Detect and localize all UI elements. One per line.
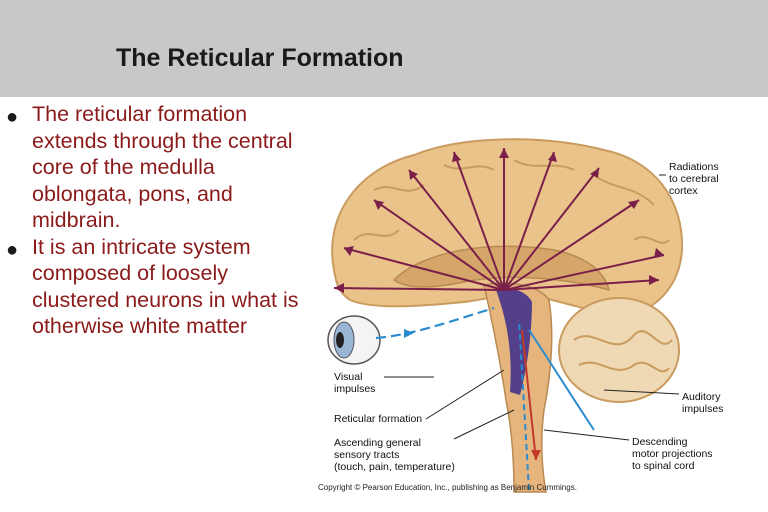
radiation-arrows: [333, 148, 665, 291]
cerebellum-shape: [558, 297, 680, 403]
label-descending: motor projections: [632, 448, 713, 460]
brain-illustration: Radiations to cerebral cortex Visual imp…: [318, 138, 723, 493]
label-auditory: impulses: [682, 403, 723, 415]
brain-diagram: Radiations to cerebral cortex Visual imp…: [314, 130, 742, 496]
descending-tract-line: [521, 329, 537, 461]
radiation-arrowheads: [334, 148, 664, 293]
label-radiations: to cerebral: [669, 173, 719, 185]
eye-shape: [327, 315, 381, 365]
label-radiations: cortex: [669, 185, 698, 197]
label-descending: to spinal cord: [632, 460, 695, 472]
reticular-formation-shape: [496, 288, 532, 395]
bullet-text: It is an intricate system composed of lo…: [32, 234, 299, 339]
label-ascending: (touch, pain, temperature): [334, 461, 455, 473]
visual-impulse-path: [375, 306, 495, 340]
ascending-tract-line: [518, 319, 530, 491]
title-bar: The Reticular Formation: [0, 0, 768, 97]
label-descending: Descending: [632, 436, 688, 448]
auditory-impulse-path: [528, 329, 595, 431]
label-ascending: sensory tracts: [334, 449, 399, 461]
slide-title: The Reticular Formation: [116, 44, 404, 72]
leader-lines: [384, 174, 680, 441]
label-auditory: Auditory: [682, 391, 721, 403]
label-reticular: Reticular formation: [334, 413, 422, 425]
label-ascending: Ascending general: [334, 437, 421, 449]
copyright-text: Copyright © Pearson Education, Inc., pub…: [318, 483, 577, 492]
bullet-list: ● The reticular formation extends throug…: [6, 101, 306, 340]
label-visual: Visual: [334, 371, 362, 383]
label-radiations: Radiations: [669, 161, 719, 173]
label-visual: impulses: [334, 383, 375, 395]
bullet-item: ● It is an intricate system composed of …: [6, 234, 306, 340]
bullet-dot-icon: ●: [6, 106, 19, 128]
bullet-item: ● The reticular formation extends throug…: [6, 101, 306, 234]
gyri-lines: [353, 159, 670, 244]
bullet-dot-icon: ●: [6, 238, 19, 261]
bullet-text: The reticular formation extends through …: [32, 102, 293, 232]
